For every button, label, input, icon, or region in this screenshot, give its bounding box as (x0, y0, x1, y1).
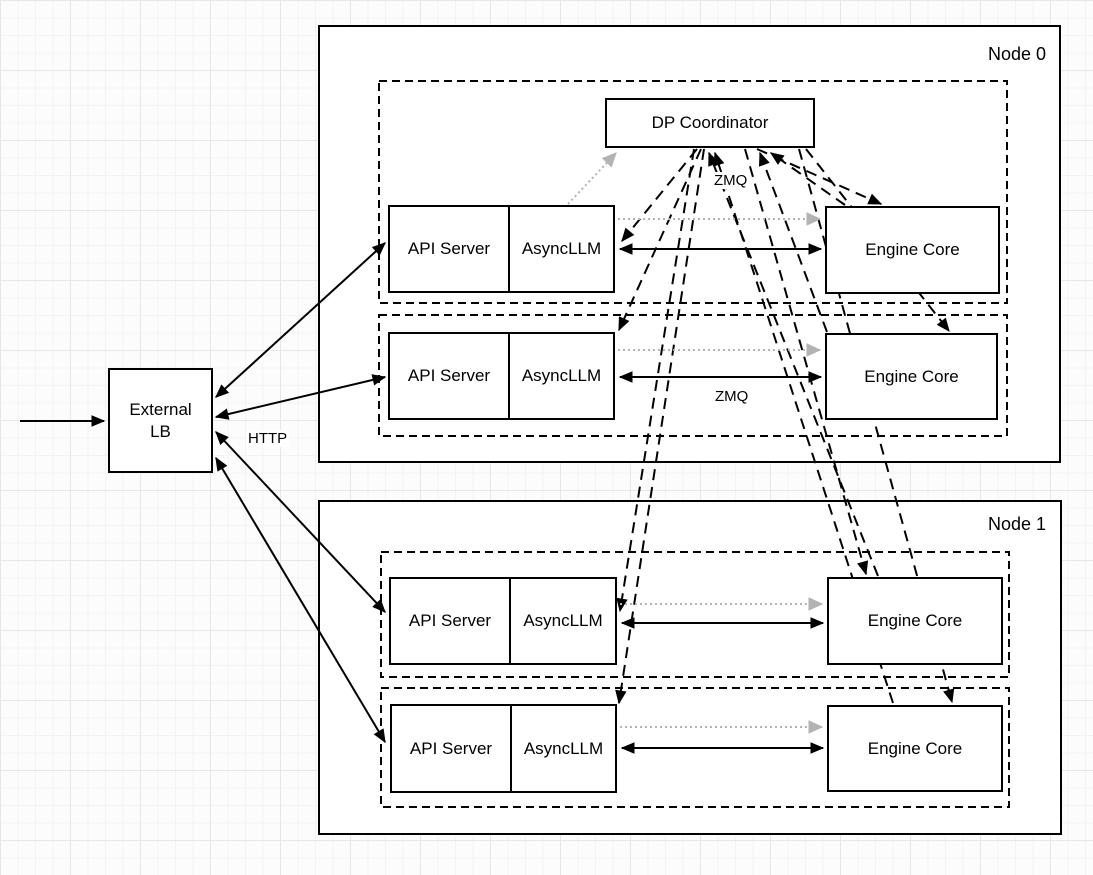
external-lb-box: External LB (108, 368, 213, 473)
http-edge-label: HTTP (246, 430, 290, 447)
api-server-label: API Server (407, 239, 491, 259)
node1-row1-api-server-cell: API Server (392, 706, 512, 791)
engine-core-label: Engine Core (867, 611, 963, 631)
asyncllm-label: AsyncLLM (521, 366, 602, 386)
external-lb-label-line2: LB (150, 421, 171, 441)
node0-row0-api-asyncllm-box: API Server AsyncLLM (388, 205, 615, 293)
node0-label: Node 0 (987, 44, 1046, 64)
node1-label: Node 1 (987, 514, 1046, 534)
node1-row1-asyncllm-cell: AsyncLLM (512, 706, 615, 791)
node0-row1-asyncllm-cell: AsyncLLM (510, 334, 613, 418)
node0-row0-engine-core-box: Engine Core (825, 206, 1000, 294)
engine-core-label: Engine Core (867, 738, 963, 758)
asyncllm-label: AsyncLLM (523, 611, 603, 631)
node1-row0-api-server-cell: API Server (391, 579, 511, 663)
node0-row1-api-asyncllm-box: API Server AsyncLLM (388, 332, 615, 420)
external-lb-label-line1: External (129, 400, 192, 420)
api-server-label: API Server (409, 738, 493, 758)
node0-row0-asyncllm-cell: AsyncLLM (510, 207, 613, 291)
node1-row0-api-asyncllm-box: API Server AsyncLLM (389, 577, 617, 665)
node1-row0-engine-core-box: Engine Core (827, 577, 1003, 665)
zmq-engine-edge-label: ZMQ (713, 388, 751, 405)
node0-row0-api-server-cell: API Server (390, 207, 510, 291)
node1-row1-engine-core-box: Engine Core (827, 705, 1003, 792)
node1-row1-api-asyncllm-box: API Server AsyncLLM (390, 704, 617, 793)
asyncllm-label: AsyncLLM (523, 738, 604, 758)
api-server-label: API Server (407, 366, 491, 386)
api-server-label: API Server (408, 611, 492, 631)
engine-core-label: Engine Core (864, 366, 959, 386)
node1-row0-asyncllm-cell: AsyncLLM (511, 579, 615, 663)
asyncllm-label: AsyncLLM (521, 239, 602, 259)
node0-row1-engine-core-box: Engine Core (825, 333, 998, 420)
engine-core-label: Engine Core (865, 240, 960, 260)
dp-coordinator-label: DP Coordinator (651, 113, 769, 133)
dp-coordinator-box: DP Coordinator (605, 98, 815, 148)
zmq-coordinator-edge-label: ZMQ (712, 172, 750, 189)
node0-row1-api-server-cell: API Server (390, 334, 510, 418)
